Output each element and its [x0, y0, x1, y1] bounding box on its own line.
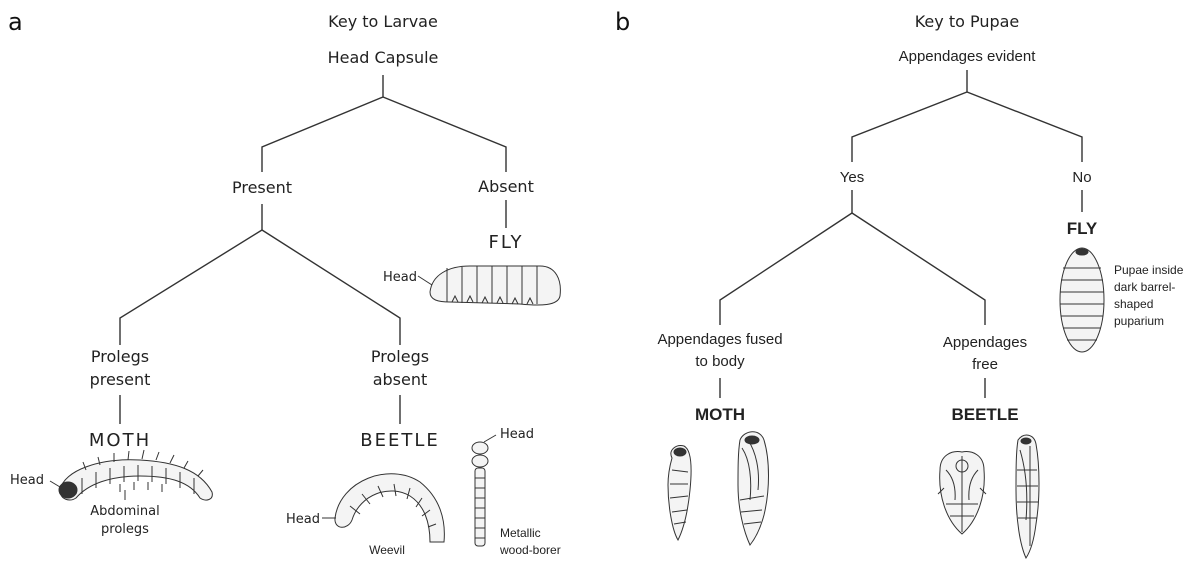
- label-head-weevil: Head: [286, 512, 320, 527]
- panel-a-title: Key to Larvae: [328, 12, 438, 31]
- taxon-beetle-pupa: BEETLE: [951, 405, 1018, 424]
- node-head-capsule: Head Capsule: [328, 48, 439, 67]
- taxon-moth-pupa: MOTH: [695, 405, 745, 424]
- panel-a-larvae-key: a Key to Larvae Head Capsule Present Abs…: [8, 8, 561, 557]
- panel-a-tree-lines: [120, 75, 506, 424]
- label-metallic-line1: Metallic: [500, 526, 541, 540]
- node-prolegs-present-line1: Prolegs: [91, 347, 149, 366]
- caterpillar-illustration: [50, 450, 212, 500]
- node-prolegs-absent-line1: Prolegs: [371, 347, 429, 366]
- beetle-pupa-illustration: [938, 435, 1039, 558]
- label-abdominal-prolegs-line2: prolegs: [101, 522, 149, 537]
- node-prolegs-present-line2: present: [90, 370, 151, 389]
- node-appendages-free-line2: free: [972, 356, 998, 373]
- weevil-larva-illustration: [322, 474, 444, 542]
- label-weevil: Weevil: [369, 543, 405, 557]
- label-head-wood-borer: Head: [500, 427, 534, 442]
- node-present: Present: [232, 178, 292, 197]
- fly-puparium-illustration: [1060, 248, 1104, 352]
- node-yes: Yes: [840, 169, 864, 186]
- node-appendages-evident: Appendages evident: [899, 48, 1037, 65]
- node-appendages-fused-line1: Appendages fused: [657, 331, 782, 348]
- label-metallic-line2: wood-borer: [499, 543, 561, 557]
- note-puparium-line4: puparium: [1114, 314, 1164, 328]
- fly-larva-illustration: [418, 266, 560, 305]
- panel-b-title: Key to Pupae: [915, 12, 1020, 31]
- node-absent: Absent: [478, 177, 534, 196]
- label-abdominal-prolegs-line1: Abdominal: [90, 504, 159, 519]
- node-appendages-fused-line2: to body: [695, 353, 745, 370]
- edge-yes-no: [852, 92, 1082, 162]
- label-head-fly-larva: Head: [383, 270, 417, 285]
- wood-borer-larva-illustration: [472, 435, 496, 546]
- caterpillar-head: [59, 482, 77, 498]
- edge-present-absent: [262, 97, 506, 172]
- node-appendages-free-line1: Appendages: [943, 334, 1027, 351]
- taxon-fly-pupa: FLY: [1067, 219, 1098, 238]
- node-no: No: [1072, 169, 1091, 186]
- label-head-caterpillar: Head: [10, 473, 44, 488]
- panel-a-letter: a: [8, 8, 23, 36]
- node-prolegs-absent-line2: absent: [373, 370, 428, 389]
- taxon-beetle-larva: BEETLE: [360, 430, 440, 451]
- moth-pupa-illustration: [668, 432, 769, 545]
- note-puparium-line2: dark barrel-: [1114, 280, 1175, 294]
- note-puparium-line3: shaped: [1114, 297, 1153, 311]
- edge-prolegs: [120, 230, 400, 345]
- panel-b-pupae-key: b Key to Pupae Appendages evident Yes No…: [615, 8, 1184, 558]
- edge-fused-free: [720, 213, 985, 325]
- panel-b-tree-lines: [720, 70, 1082, 398]
- taxon-moth-larva: MOTH: [89, 430, 151, 451]
- note-puparium-line1: Pupae inside: [1114, 263, 1184, 277]
- taxon-fly-larva: FLY: [489, 232, 524, 253]
- panel-b-letter: b: [615, 8, 630, 36]
